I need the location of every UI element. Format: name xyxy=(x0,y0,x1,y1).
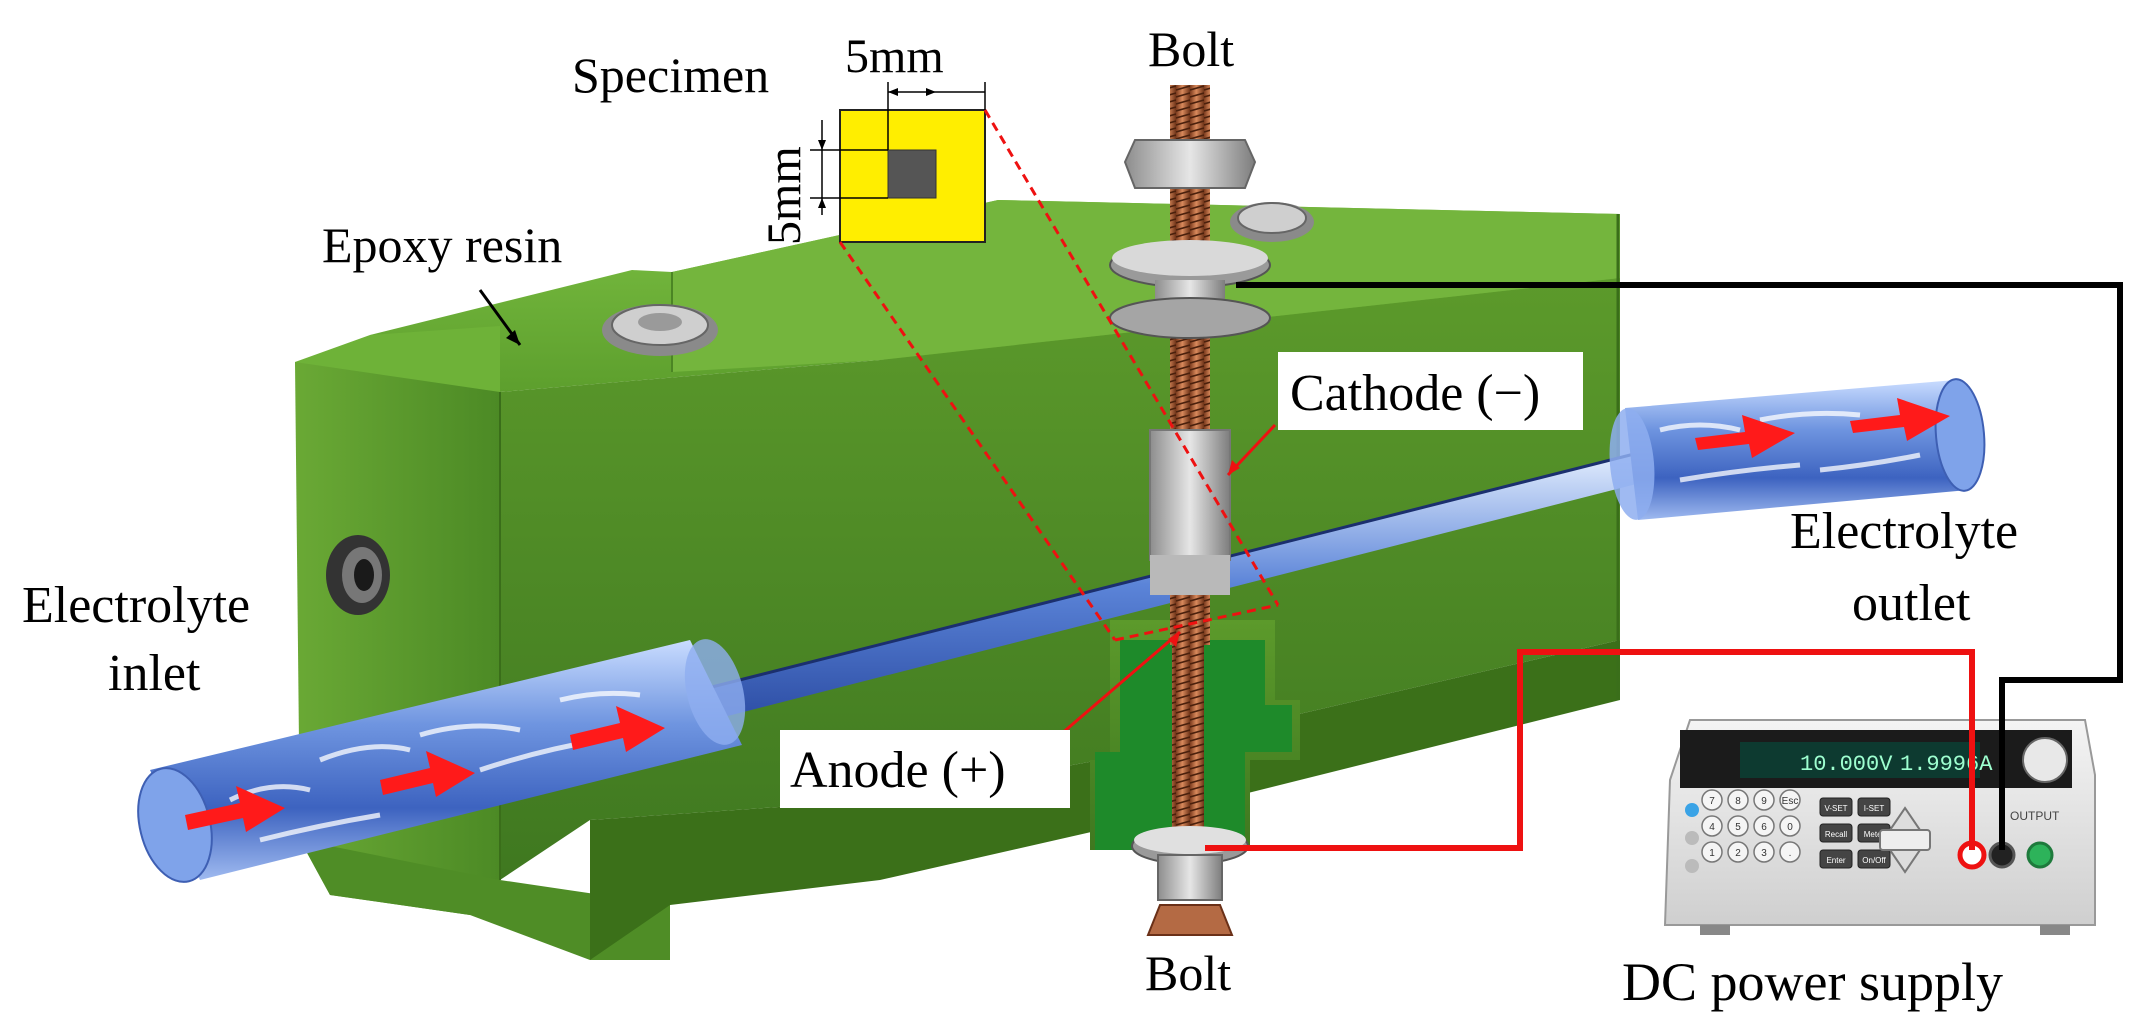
bottom-bolt-thread xyxy=(1172,610,1204,850)
flow-arrow xyxy=(1850,398,1950,441)
psu-arrow-lr[interactable] xyxy=(1879,829,1931,851)
flow-arrows xyxy=(185,398,1950,832)
bolt-bottom-label: Bolt xyxy=(1145,945,1231,1001)
projection-line xyxy=(838,241,1117,641)
psu-key[interactable] xyxy=(1753,841,1775,863)
psu-function-key-label: V-SET xyxy=(1824,804,1847,813)
epoxy-label: Epoxy resin xyxy=(322,217,562,273)
specimen-sample xyxy=(887,149,937,199)
psu-key[interactable] xyxy=(1727,841,1749,863)
cathode-wire xyxy=(1236,282,2123,850)
psu-keypad xyxy=(1685,803,1699,873)
psu-key-label: 6 xyxy=(1761,822,1767,833)
psu-key[interactable] xyxy=(1727,815,1749,837)
psu-key-label: 1 xyxy=(1709,848,1715,859)
psu-key-label: 5 xyxy=(1735,822,1741,833)
psu-key-label: 3 xyxy=(1761,848,1767,859)
inlet-label-line1: Electrolyte xyxy=(22,577,250,634)
cathode-label: Cathode (−) xyxy=(1290,365,1540,422)
psu-function-key-label: On/Off xyxy=(1862,856,1886,865)
psu-function-key[interactable] xyxy=(1819,797,1853,817)
psu-output-label: OUTPUT xyxy=(2010,809,2060,823)
label-leaders xyxy=(478,289,1277,737)
bottom-bolt-assembly xyxy=(1131,610,1249,936)
psu-function-key[interactable] xyxy=(1857,797,1891,817)
psu-key-label: 7 xyxy=(1709,796,1715,807)
psu-keys: 7 8 9 Esc 4 5 6 0 1 2 3. xyxy=(1701,789,1801,863)
specimen-inset xyxy=(810,82,1280,642)
dimension-height-label: 5mm xyxy=(758,146,811,245)
psu-key[interactable] xyxy=(1701,815,1723,837)
bottom-nut xyxy=(1157,854,1223,901)
inlet-label-line2: inlet xyxy=(108,645,201,702)
power-supply-label: DC power supply xyxy=(1622,952,2003,1012)
voltage-readout: 10.000V xyxy=(1800,752,1893,777)
specimen-label: Specimen xyxy=(572,47,769,103)
psu-function-key[interactable] xyxy=(1819,849,1853,869)
psu-key-label: 0 xyxy=(1787,822,1793,833)
dc-power-supply: 10.000V 1.9996A 7 8 9 Esc 4 5 6 0 1 2 3. V-SET I-SE… xyxy=(1663,719,2096,935)
bolt-top-label: Bolt xyxy=(1148,21,1234,77)
outlet-label-line2: outlet xyxy=(1852,575,1971,632)
psu-function-key-label: Enter xyxy=(1826,856,1845,865)
psu-ground-terminal[interactable] xyxy=(2026,841,2054,869)
psu-key[interactable] xyxy=(1727,789,1749,811)
flow-arrow xyxy=(185,786,285,832)
flow-arrow xyxy=(380,751,475,797)
psu-key[interactable] xyxy=(1753,789,1775,811)
text-labels: Specimen 5mm 5mm Epoxy resin Bolt Cathod… xyxy=(22,21,2018,1012)
psu-function-key[interactable] xyxy=(1857,849,1891,869)
projection-line xyxy=(983,109,1280,606)
psu-key[interactable] xyxy=(1779,789,1801,811)
psu-function-key-label: I-SET xyxy=(1864,804,1885,813)
flow-arrow xyxy=(570,706,665,752)
dimension-width-label: 5mm xyxy=(845,30,944,83)
anode-label: Anode (+) xyxy=(790,742,1006,799)
psu-key[interactable] xyxy=(1779,815,1801,837)
psu-key-label: 4 xyxy=(1709,822,1715,833)
flow-arrow xyxy=(1695,415,1795,458)
top-bolt-assembly xyxy=(1109,85,1271,645)
anode-wire xyxy=(1205,649,1975,851)
psu-knob[interactable] xyxy=(2022,737,2068,783)
psu-key[interactable] xyxy=(1701,789,1723,811)
current-readout: 1.9996A xyxy=(1900,752,1993,777)
psu-key-label: 9 xyxy=(1761,796,1767,807)
cathode-block xyxy=(1149,429,1231,561)
psu-function-key-label: Meter xyxy=(1864,830,1885,839)
screw-heads xyxy=(602,202,1314,356)
bottom-bolt-head xyxy=(1146,904,1234,936)
psu-function-key[interactable] xyxy=(1819,823,1853,843)
wiring xyxy=(1205,282,2123,851)
psu-key-label: 8 xyxy=(1735,796,1741,807)
top-nut xyxy=(1123,139,1257,189)
psu-key-label: Esc xyxy=(1782,796,1799,807)
psu-key[interactable] xyxy=(1753,815,1775,837)
psu-key-label: . xyxy=(1789,848,1792,859)
psu-key[interactable] xyxy=(1701,841,1723,863)
psu-function-key-label: Recall xyxy=(1825,830,1847,839)
psu-key[interactable] xyxy=(1779,841,1801,863)
outlet-label-line1: Electrolyte xyxy=(1790,503,2018,560)
outlet-tube xyxy=(1609,378,1986,520)
psu-key-label: 2 xyxy=(1735,848,1741,859)
